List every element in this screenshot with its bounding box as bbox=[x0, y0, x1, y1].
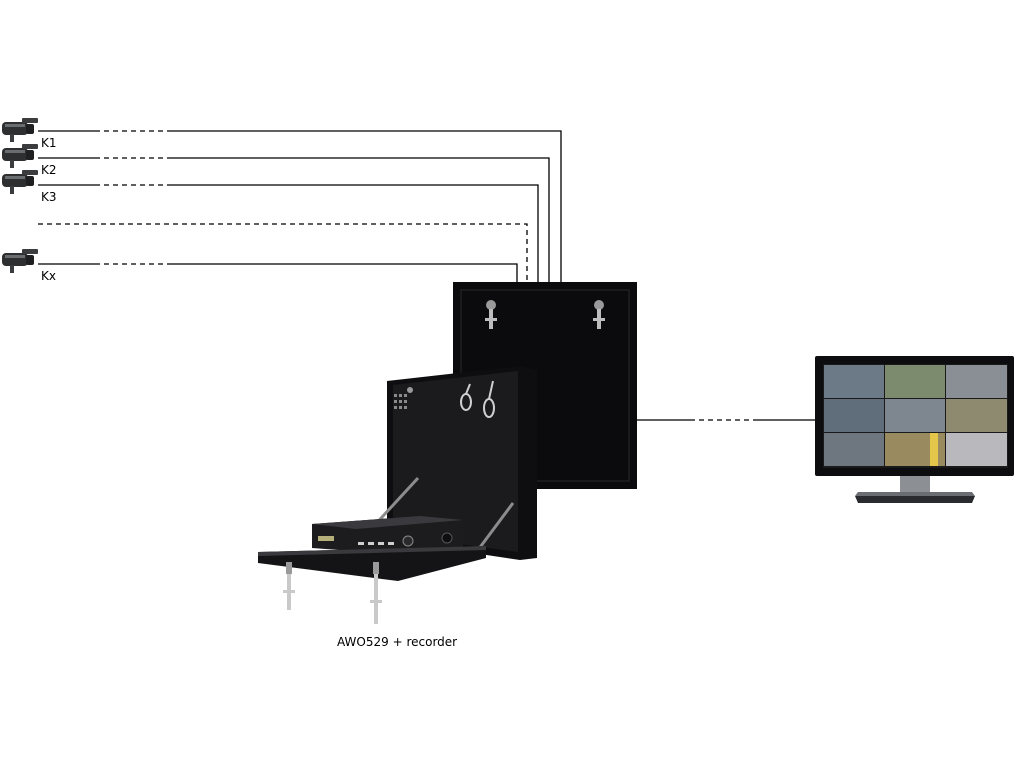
camera-k2-label: K2 bbox=[41, 163, 57, 177]
door-lock-left-icon bbox=[283, 562, 295, 610]
camera-kx-label: Kx bbox=[41, 269, 56, 283]
cable-coil-icon bbox=[460, 380, 495, 418]
cabinet-caption: AWO529 + recorder bbox=[337, 635, 457, 649]
video-grid bbox=[824, 365, 1007, 466]
camera-k1: K1 bbox=[2, 118, 57, 150]
camera-k3: K3 bbox=[2, 170, 57, 204]
cable-more bbox=[38, 223, 528, 282]
dvr-recorder bbox=[312, 516, 463, 556]
cable-k1 bbox=[38, 130, 562, 282]
cable-lines bbox=[38, 130, 815, 421]
camera-k3-label: K3 bbox=[41, 190, 57, 204]
lock-left-icon bbox=[485, 300, 497, 329]
cctv-camera-icon bbox=[2, 118, 38, 142]
cable-k3 bbox=[38, 184, 539, 282]
monitor bbox=[815, 356, 1014, 503]
cable-k2 bbox=[38, 157, 550, 282]
cctv-camera-icon bbox=[2, 170, 38, 194]
camera-k2: K2 bbox=[2, 144, 57, 177]
lock-right-icon bbox=[593, 300, 605, 329]
cable-kx bbox=[38, 263, 518, 282]
open-cabinet: AWO529 + recorder bbox=[258, 366, 537, 649]
door-lock-right-icon bbox=[370, 562, 382, 624]
camera-kx: Kx bbox=[2, 249, 56, 283]
cctv-camera-icon bbox=[2, 144, 38, 168]
camera-k1-label: K1 bbox=[41, 136, 57, 150]
cctv-camera-icon bbox=[2, 249, 38, 273]
